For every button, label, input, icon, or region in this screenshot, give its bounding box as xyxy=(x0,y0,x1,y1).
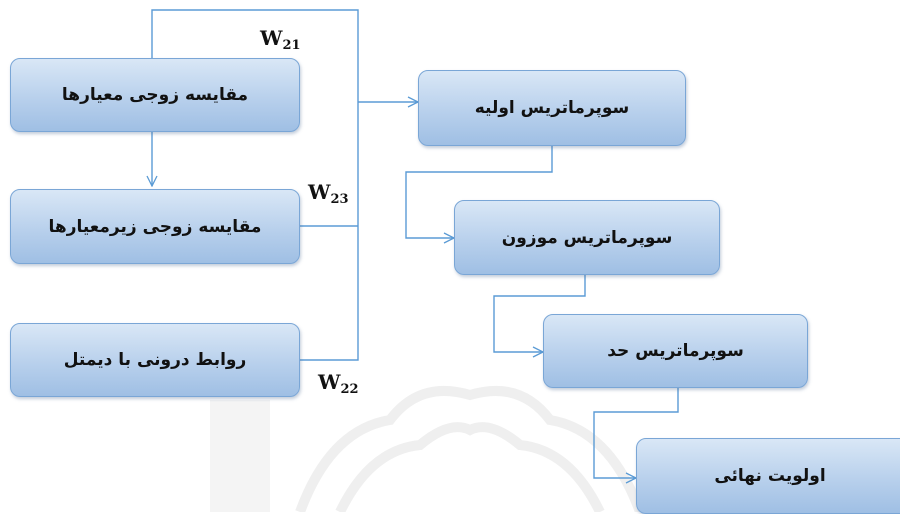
w21-connector xyxy=(151,9,359,102)
w23-label: W23 xyxy=(308,180,349,207)
final-priority-box: اولویت نهائی xyxy=(636,438,900,514)
w21-label: W21 xyxy=(260,26,301,53)
limit-to-final-arrow xyxy=(593,388,679,478)
initial-supermatrix-box: سوپرماتریس اولیه xyxy=(418,70,686,146)
criteria-pairwise-box: مقایسه زوجی معیارها xyxy=(10,58,300,132)
dematel-relations-box: روابط درونی با دیمتل xyxy=(10,323,300,397)
initial-to-weighted-arrow xyxy=(405,146,553,238)
w22-connector xyxy=(300,102,359,361)
weighted-to-limit-arrow xyxy=(493,274,586,352)
subcriteria-pairwise-box: مقایسه زوجی زیرمعیارها xyxy=(10,189,300,264)
weighted-supermatrix-box: سوپرماتریس موزون xyxy=(454,200,720,275)
w22-label: W22 xyxy=(318,370,359,397)
limit-supermatrix-box: سوپرماتریس حد xyxy=(543,314,808,388)
